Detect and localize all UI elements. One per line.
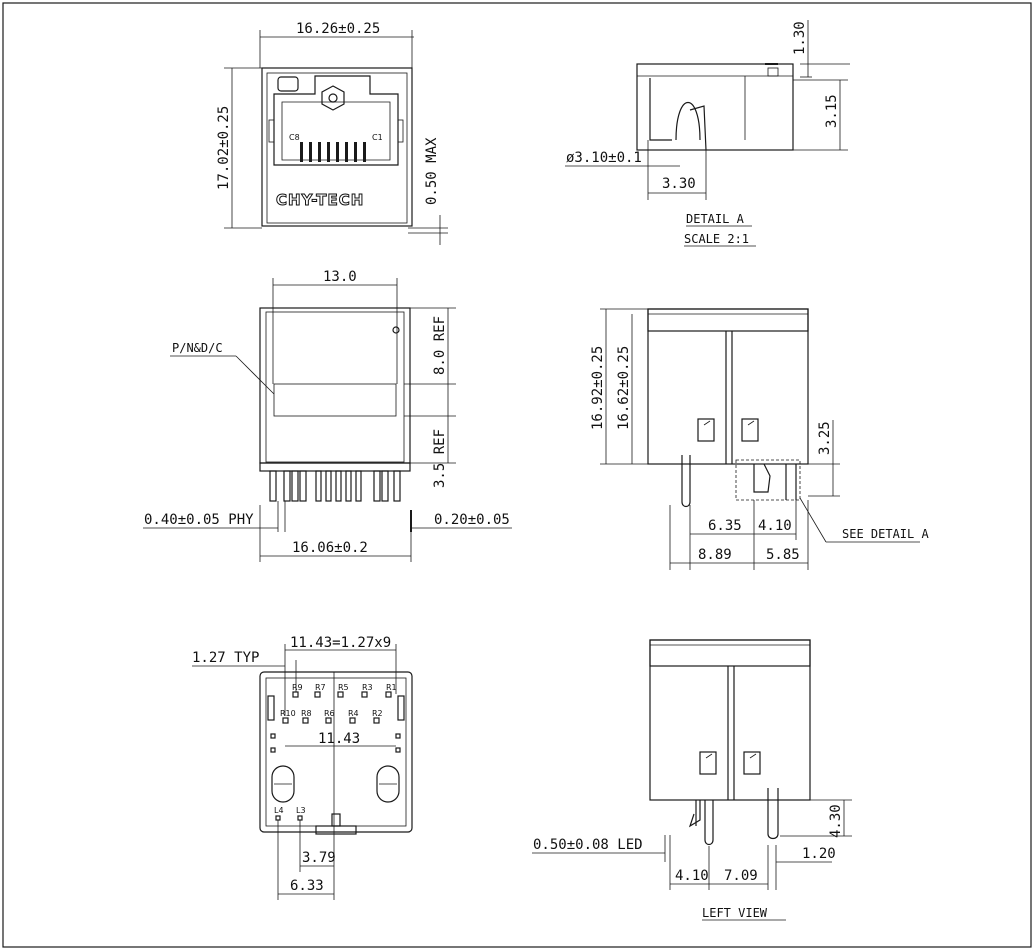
bottom-pins-bot [282,717,380,724]
phy-dim: 0.40±0.05 PHY [144,512,254,528]
led-l3: L3 [296,806,306,815]
pin-r5: R5 [338,683,349,692]
hole-dim: ø3.10±0.1 [566,150,642,166]
bottom-d379: 3.79 [302,850,336,866]
side-view: 16.92±0.25 16.62±0.25 3.25 SEE DETAIL A … [590,308,929,570]
pin-r8: R8 [301,709,312,718]
see-detail: SEE DETAIL A [842,527,929,541]
side-h1: 16.92±0.25 [590,346,606,430]
top-height-dim: 17.02±0.25 [216,106,232,190]
base-dim: 16.06±0.2 [292,540,368,556]
pin-c1-label: C1 [372,133,383,142]
left-view-title: LEFT VIEW [702,906,768,920]
pn-label: P/N&D/C [172,341,223,355]
pin-r9: R9 [292,683,303,692]
ref-1: 8.0 REF [432,316,448,375]
left-view: 4.30 0.50±0.08 LED 1.20 4.10 7.09 LEFT V… [532,639,852,921]
left-d709: 7.09 [724,868,758,884]
top-width-dim: 16.26±0.25 [296,21,380,37]
left-d410: 4.10 [675,868,709,884]
pin-r2: R2 [372,709,383,718]
pin-r3: R3 [362,683,373,692]
bottom-d633: 6.33 [290,878,324,894]
pin-r7: R7 [315,683,326,692]
brand-logo: CHY-TECH [276,191,364,209]
pin-r1: R1 [386,683,397,692]
side-d585: 5.85 [766,547,800,563]
detail-a: 1.30 3.15 ø3.10±0.1 3.30 DETAIL A SCALE … [565,20,850,247]
detail-scale: SCALE 2:1 [684,232,749,246]
pin-c8-label: C8 [289,133,300,142]
top-view: C8 C1 CHY-TECH 16.26±0.25 17.02±0.25 0.5… [216,21,448,245]
detail-d1: 1.30 [792,21,808,55]
side-d635: 6.35 [708,518,742,534]
side-d889: 8.89 [698,547,732,563]
gap-dim: 0.20±0.05 [434,512,510,528]
span-dim: 11.43 [318,731,360,747]
front-legs [269,470,401,502]
left-d120: 1.20 [802,846,836,862]
bottom-view: R9 R7 R5 R3 R1 R10 R8 R6 R4 R2 L4 L3 11.… [192,635,413,900]
led-l4: L4 [274,806,284,815]
bottom-pins-top [292,691,392,698]
ref-2: 3.5 REF [432,429,448,488]
side-d325: 3.25 [817,421,833,455]
pin-r4: R4 [348,709,359,718]
pin-r6: R6 [324,709,335,718]
detail-title: DETAIL A [686,212,745,226]
front-view: P/N&D/C 13.0 8.0 REF 3.5 REF 0 [143,269,512,562]
max-dim: 0.50 MAX [424,137,440,205]
side-h2: 16.62±0.25 [616,346,632,430]
top-pins [300,142,366,162]
left-d430: 4.30 [828,804,844,838]
side-d410: 4.10 [758,518,792,534]
pin-r10: R10 [280,709,296,718]
detail-d2: 3.15 [824,94,840,128]
detail-d3: 3.30 [662,176,696,192]
pitch-dim: 11.43=1.27x9 [290,635,391,651]
typ-dim: 1.27 TYP [192,650,259,666]
front-width-dim: 13.0 [323,269,357,285]
led-dim: 0.50±0.08 LED [533,837,643,853]
